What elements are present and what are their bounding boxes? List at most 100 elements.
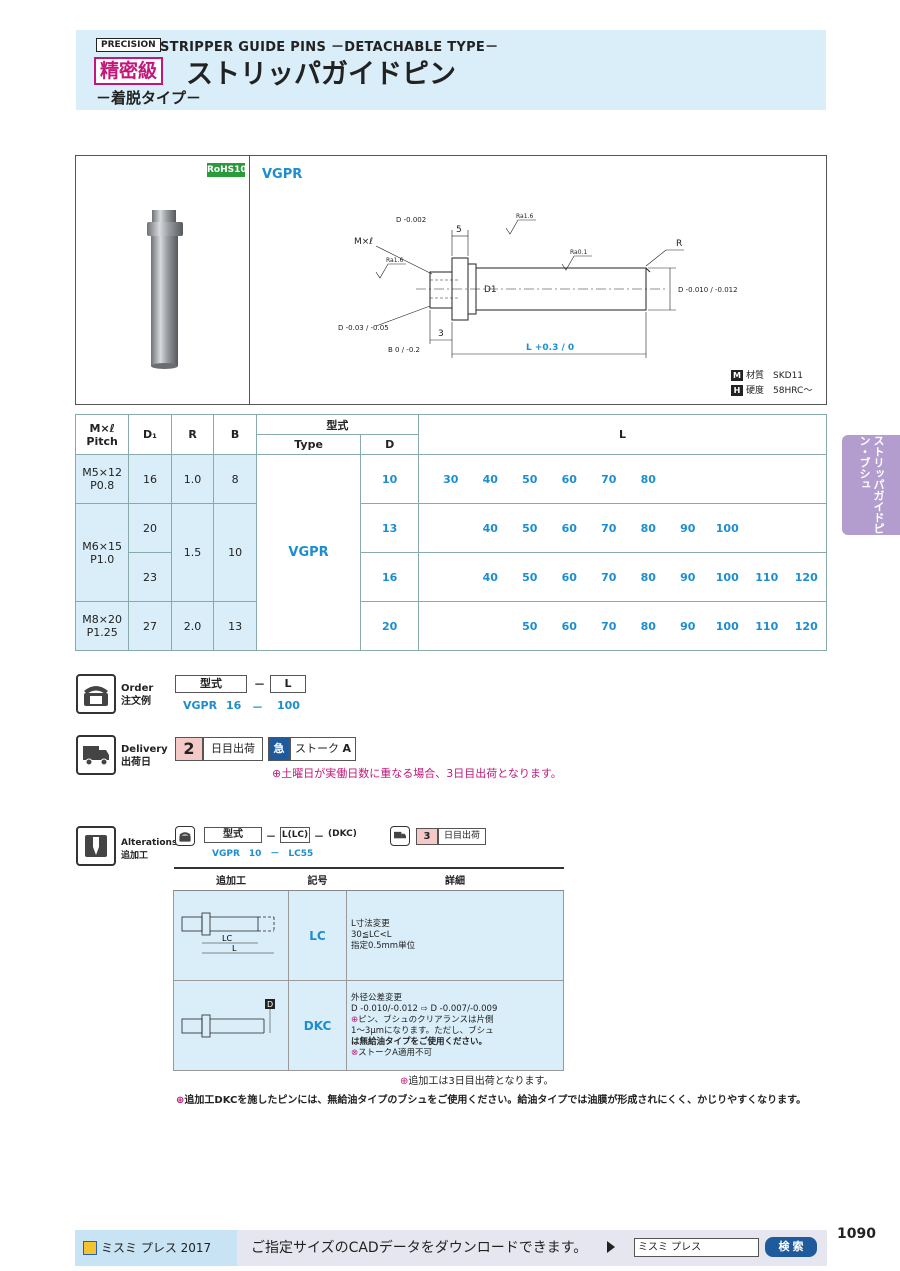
l-value: 80 <box>640 521 656 535</box>
pin-photo <box>147 210 183 369</box>
precision-badge: PRECISION <box>96 38 161 52</box>
cell-type: VGPR <box>255 454 362 651</box>
l-value: 90 <box>680 570 696 584</box>
alt-example: VGPR 10 － LC55 <box>212 849 314 859</box>
footer-bar: ミスミ プレス 2017 ご指定サイズのCADデータをダウンロードできます。 ミ… <box>75 1230 827 1266</box>
alt-note-1: ⊕追加工は3日目出荷となります。 <box>400 1076 554 1087</box>
footer-message: ご指定サイズのCADデータをダウンロードできます。 <box>251 1240 588 1256</box>
hardness-label: 硬度 <box>746 386 765 396</box>
l-value: 50 <box>522 472 538 486</box>
alterations-table: 追加工 記号 詳細 LC L <box>173 867 564 1071</box>
alt-lc-dim-l: L <box>232 944 237 953</box>
header-band: PRECISION STRIPPER GUIDE PINS －DETACHABL… <box>76 30 826 110</box>
alt-detail-dkc: 外径公差変更 D -0.010/-0.012 ⇨ D -0.007/-0.009… <box>346 980 564 1071</box>
cube-icon <box>83 1241 97 1255</box>
product-photo-panel: RoHS10 <box>76 156 250 404</box>
l-value: 90 <box>680 521 696 535</box>
l-value: 80 <box>640 619 656 633</box>
alt-code-lc: LC <box>288 890 347 981</box>
truck-small-icon <box>390 826 410 846</box>
header-d: D <box>360 434 419 455</box>
l-value: 90 <box>680 619 696 633</box>
l-value <box>708 473 748 486</box>
l-value <box>747 473 787 486</box>
header-r: R <box>170 414 215 455</box>
hardness-value: 58HRC～ <box>773 386 813 396</box>
alt-detail-lc: L寸法変更 30≦LC<L 指定0.5mm単位 <box>346 890 564 981</box>
l-value: 50 <box>522 521 538 535</box>
cell-r: 1.5 <box>170 503 215 602</box>
cell-d1: 27 <box>128 601 172 651</box>
order-dash: － <box>254 678 265 691</box>
alt-dash-2: － <box>314 832 324 843</box>
l-value: 30 <box>443 472 459 486</box>
l-value: 60 <box>561 570 577 584</box>
l-value: 100 <box>715 619 739 633</box>
l-value: 60 <box>561 619 577 633</box>
l-value: 40 <box>482 570 498 584</box>
label-ra16-a: Ra1.6 <box>386 257 403 264</box>
l-value: 40 <box>482 472 498 486</box>
label-d-neg: D -0.03 / -0.05 <box>338 324 389 332</box>
l-value: 70 <box>601 521 617 535</box>
cell-d: 20 <box>360 601 419 651</box>
cell-d1: 20 <box>128 503 172 553</box>
stroke-box: ストーク A <box>290 737 356 761</box>
l-value: 50 <box>522 619 538 633</box>
header-type: Type <box>255 434 362 455</box>
header-l: L <box>418 414 827 455</box>
cell-d1: 23 <box>128 552 172 602</box>
cell-b: 10 <box>213 503 257 602</box>
l-value <box>668 473 708 486</box>
category-side-tab[interactable]: ストリッパガイドピン・ブシュ <box>842 435 900 535</box>
alt-dkc-dim-d: D <box>267 1000 273 1009</box>
search-button[interactable]: 検 索 <box>765 1237 817 1257</box>
alt-col-alt: 追加工 <box>173 867 289 891</box>
drill-icon <box>76 826 116 866</box>
header-b: B <box>213 414 257 455</box>
header-d1: D₁ <box>128 414 172 455</box>
truck-icon <box>76 735 116 775</box>
cell-d: 13 <box>360 503 419 553</box>
order-example-l: 100 <box>277 699 300 712</box>
alt-box-dkc: (DKC) <box>328 829 357 839</box>
page-subtitle: －着脱タイプ－ <box>96 89 202 107</box>
material-key: M <box>731 370 743 381</box>
l-value <box>747 522 787 535</box>
label-d-right: D -0.010 / -0.012 <box>678 286 738 294</box>
label-ra01: Ra0.1 <box>570 249 587 256</box>
header-katashiki: 型式 <box>255 414 420 435</box>
grade-badge: 精密級 <box>94 57 164 85</box>
alt-code-dkc: DKC <box>288 980 347 1071</box>
delivery-days: 2 <box>175 737 203 761</box>
alt-row-dkc: D DKC 外径公差変更 D -0.010/-0.012 ⇨ D -0.007/… <box>173 980 564 1071</box>
alt-lc-dim-lc: LC <box>222 934 232 943</box>
l-value: 120 <box>794 570 818 584</box>
l-value: 70 <box>601 472 617 486</box>
search-input[interactable]: ミスミ プレス <box>634 1238 759 1257</box>
cell-d: 16 <box>360 552 419 602</box>
material-value: SKD11 <box>773 371 804 381</box>
alt-box-type: 型式 <box>204 827 262 843</box>
alt-lc-sketch: LC L <box>173 890 289 981</box>
cell-d1: 16 <box>128 454 172 504</box>
label-d1: D1 <box>484 285 497 295</box>
page-number: 1090 <box>837 1226 876 1242</box>
l-value: 50 <box>522 570 538 584</box>
alt-col-code: 記号 <box>288 867 347 891</box>
cell-b: 13 <box>213 601 257 651</box>
phone-small-icon <box>175 826 195 846</box>
rohs-badge: RoHS10 <box>207 163 247 177</box>
type-title: VGPR <box>262 167 303 182</box>
alt-dkc-sketch: D <box>173 980 289 1071</box>
l-value <box>787 522 827 535</box>
order-box-l: L <box>270 675 306 693</box>
